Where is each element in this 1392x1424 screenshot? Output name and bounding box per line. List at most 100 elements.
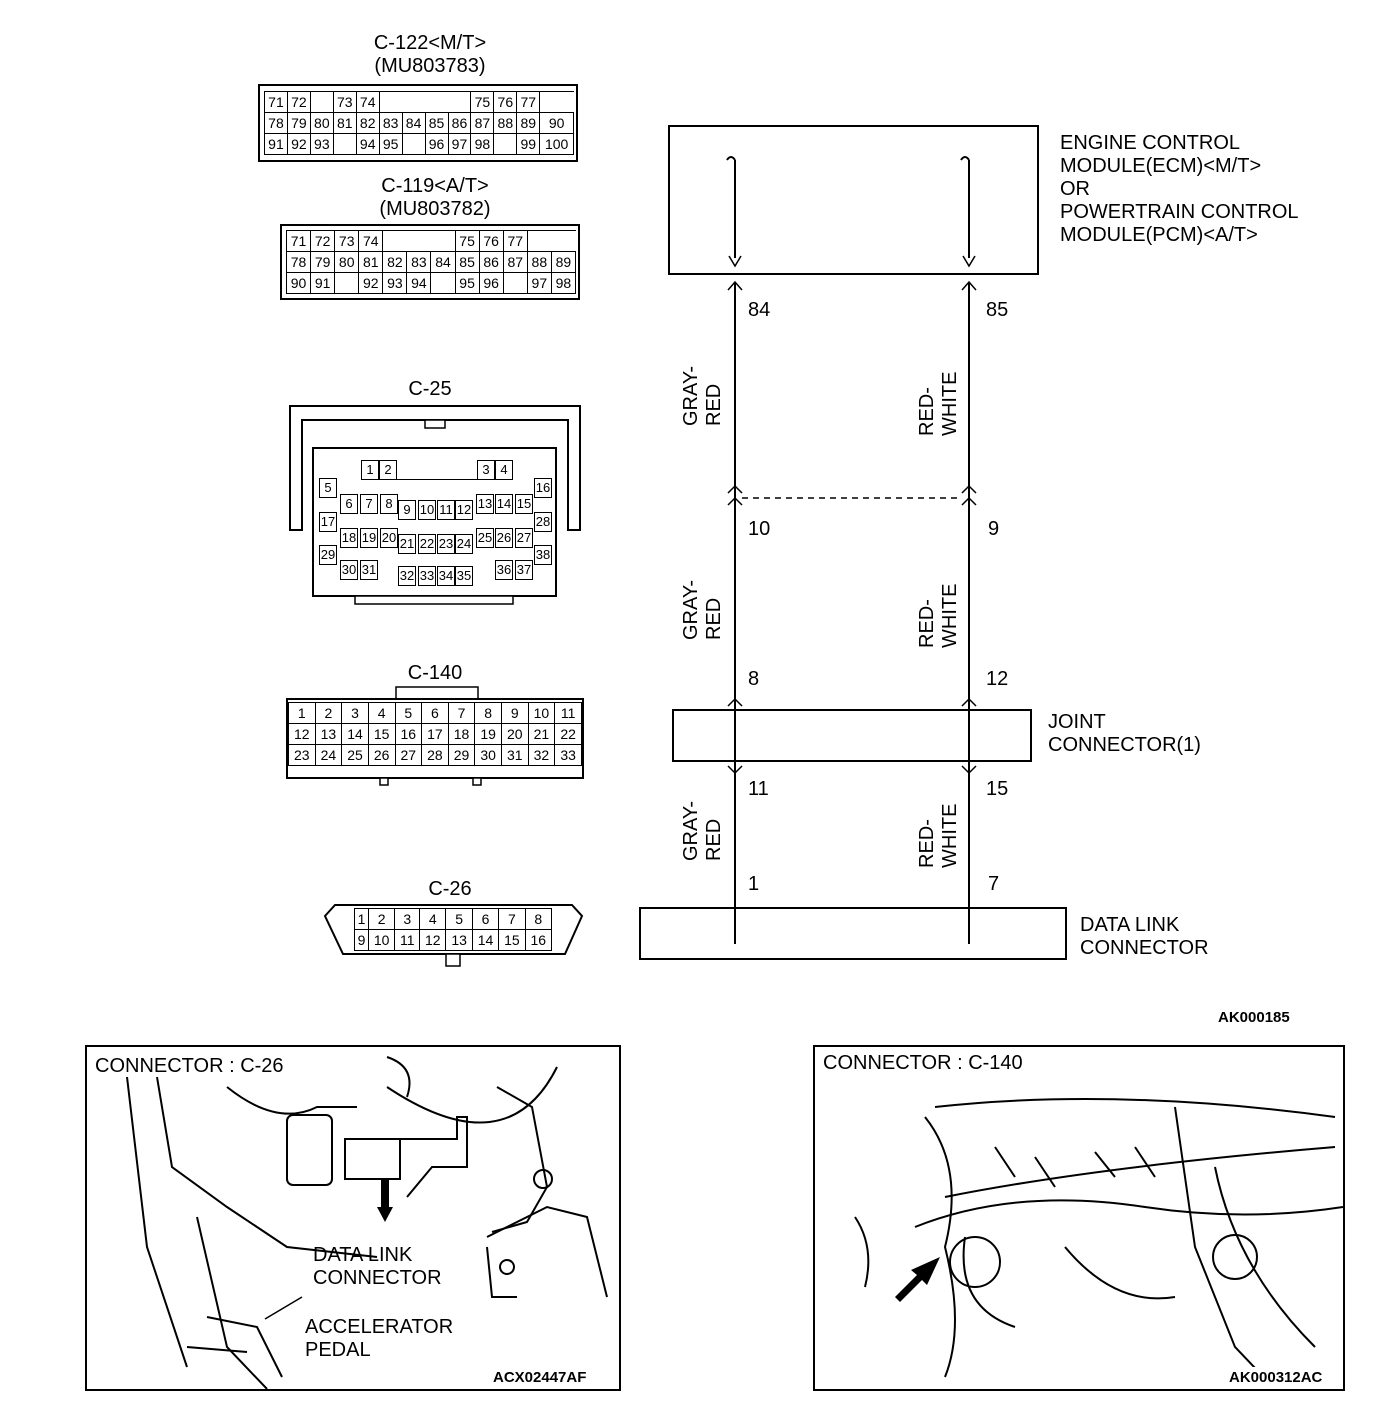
ecm-label-line5: MODULE(PCM)<A/T> bbox=[1060, 224, 1258, 246]
c119-title: C-119<A/T> bbox=[381, 175, 489, 197]
pin-cell: 71 bbox=[264, 91, 288, 113]
pin-cell: 80 bbox=[309, 112, 334, 134]
pin-cell: 94 bbox=[355, 133, 380, 155]
pin-cell: 4 bbox=[367, 702, 396, 724]
pin-cell: 94 bbox=[406, 272, 432, 294]
pin-cell: 4 bbox=[419, 908, 447, 930]
pin-cell: 11 bbox=[394, 929, 421, 951]
c25-pin: 6 bbox=[340, 494, 358, 514]
pin-cell: 32 bbox=[527, 744, 556, 766]
pin-cell: 19 bbox=[474, 723, 502, 745]
pin-cell: 86 bbox=[447, 112, 472, 134]
pin-cell: 83 bbox=[378, 112, 403, 134]
pin-cell: 6 bbox=[471, 908, 500, 930]
c25-pin: 24 bbox=[455, 534, 473, 554]
pin-cell: 84 bbox=[401, 112, 426, 134]
pin-cell: 1 bbox=[354, 908, 369, 930]
pin-right-12: 12 bbox=[986, 668, 1009, 690]
pin-cell: 12 bbox=[288, 723, 316, 745]
pin-cell: 75 bbox=[454, 230, 480, 252]
c25-pin: 4 bbox=[495, 460, 513, 480]
pin-cell: 5 bbox=[394, 702, 423, 724]
pin-cell: 7 bbox=[447, 702, 476, 724]
c25-pin: 14 bbox=[495, 494, 513, 514]
pin-cell: 10 bbox=[367, 929, 396, 951]
c122-part-number: (MU803783) bbox=[374, 55, 486, 77]
pin-cell bbox=[527, 230, 552, 252]
pin-cell: 98 bbox=[470, 133, 495, 155]
c25-pin: 33 bbox=[418, 566, 436, 586]
pin-cell: 88 bbox=[526, 251, 552, 273]
photo-c26-callout-pedal-2: PEDAL bbox=[305, 1339, 371, 1361]
pin-cell: 82 bbox=[382, 251, 408, 273]
c25-pin: 15 bbox=[515, 494, 533, 514]
pin-cell: 85 bbox=[424, 112, 449, 134]
pin-cell: 8 bbox=[524, 908, 553, 930]
wire-right-color-3: RED-WHITE bbox=[916, 803, 961, 868]
wire-right-color-1: RED-WHITE bbox=[916, 371, 961, 436]
pin-cell: 87 bbox=[502, 251, 528, 273]
c25-blank-slot bbox=[397, 460, 477, 480]
pin-cell: 23 bbox=[288, 744, 316, 766]
pin-cell: 30 bbox=[474, 744, 502, 766]
c25-pin: 16 bbox=[534, 478, 552, 498]
pin-cell bbox=[448, 91, 471, 113]
pin-cell bbox=[493, 133, 517, 155]
photo-c26-callout-dlc-2: CONNECTOR bbox=[313, 1267, 442, 1289]
wire-left-color-2: GRAY-RED bbox=[680, 579, 725, 640]
pin-cell: 5 bbox=[445, 908, 473, 930]
pin-cell: 93 bbox=[309, 133, 334, 155]
pin-cell: 73 bbox=[334, 230, 360, 252]
c25-pin: 38 bbox=[534, 545, 552, 565]
pin-left-8: 8 bbox=[748, 668, 760, 690]
pin-cell: 81 bbox=[358, 251, 384, 273]
pin-cell: 79 bbox=[286, 112, 311, 134]
pin-cell: 88 bbox=[493, 112, 518, 134]
c25-pin: 31 bbox=[360, 560, 378, 580]
c26-title: C-26 bbox=[428, 878, 472, 900]
pin-cell bbox=[425, 91, 448, 113]
photo-c26-callout-dlc-1: DATA LINK bbox=[313, 1244, 413, 1266]
c25-pin: 20 bbox=[380, 528, 398, 548]
pin-cell: 91 bbox=[310, 272, 336, 294]
pin-cell bbox=[402, 91, 426, 113]
pin-cell: 9 bbox=[354, 929, 369, 951]
pin-left-1: 1 bbox=[748, 873, 760, 895]
pin-cell: 100 bbox=[539, 133, 574, 155]
pin-right-7: 7 bbox=[988, 873, 1000, 895]
pin-cell: 89 bbox=[550, 251, 577, 273]
pin-cell bbox=[539, 91, 574, 113]
schematic-code: AK000185 bbox=[1218, 1009, 1290, 1026]
photo-c26-panel: CONNECTOR : C-26 DATA LINK CONNECTOR ACC… bbox=[85, 1045, 621, 1391]
photo-c26-illustration bbox=[126, 1056, 608, 1389]
pin-cell bbox=[382, 230, 407, 252]
pin-cell bbox=[551, 230, 576, 252]
c25-pin: 23 bbox=[437, 534, 455, 554]
pin-cell: 76 bbox=[478, 230, 504, 252]
pin-cell: 11 bbox=[554, 702, 582, 724]
c25-pin: 19 bbox=[360, 528, 378, 548]
photo-c140-code: AK000312AC bbox=[1229, 1367, 1323, 1389]
c25-pin: 9 bbox=[398, 500, 416, 520]
pin-cell: 2 bbox=[314, 702, 343, 724]
pin-cell: 14 bbox=[341, 723, 369, 745]
photo-c26-callout-pedal-1: ACCELERATOR bbox=[305, 1316, 454, 1338]
c25-pin: 35 bbox=[455, 566, 473, 586]
pin-cell: 21 bbox=[527, 723, 556, 745]
c25-pin: 21 bbox=[398, 534, 416, 554]
pin-cell: 17 bbox=[421, 723, 449, 745]
pin-cell: 74 bbox=[355, 91, 380, 113]
pin-cell: 3 bbox=[341, 702, 369, 724]
c25-pin: 5 bbox=[319, 478, 337, 498]
c25-pin: 17 bbox=[319, 512, 337, 532]
pin-cell: 77 bbox=[516, 91, 541, 113]
pin-cell: 89 bbox=[516, 112, 541, 134]
pin-cell bbox=[430, 272, 456, 294]
pin-cell: 31 bbox=[501, 744, 529, 766]
c25-pin: 27 bbox=[515, 528, 533, 548]
ecm-label-line4: POWERTRAIN CONTROL bbox=[1060, 201, 1299, 223]
pin-cell: 16 bbox=[394, 723, 423, 745]
c25-pin: 12 bbox=[455, 500, 473, 520]
pin-cell: 33 bbox=[554, 744, 582, 766]
pin-cell: 8 bbox=[474, 702, 502, 724]
